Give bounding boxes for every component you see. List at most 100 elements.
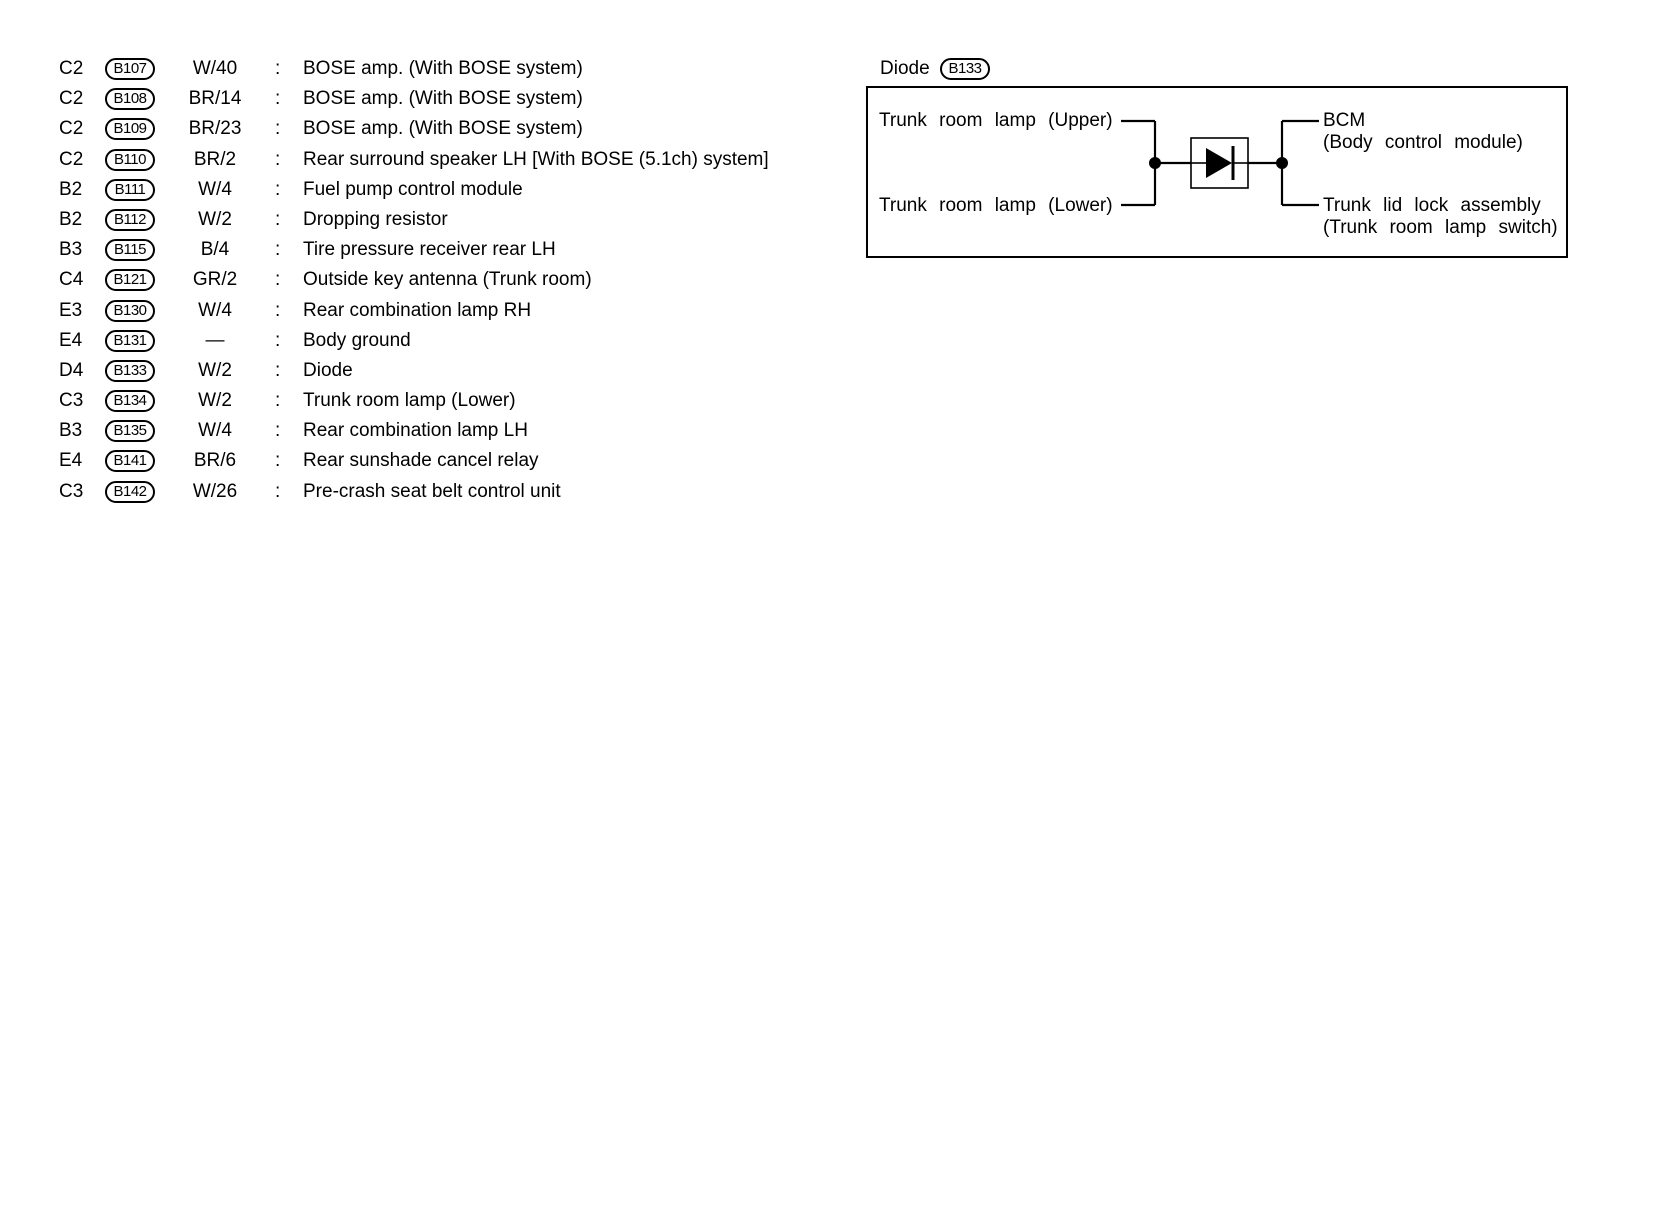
grid-ref: C2 — [59, 148, 84, 170]
label-trunk-lid-lock: Trunk lid lock assembly — [1323, 195, 1541, 216]
connector-badge: B133 — [940, 58, 990, 80]
grid-ref: C3 — [59, 390, 84, 412]
junction-dot-left — [1149, 157, 1161, 169]
connector-row: E4 B141 BR/6 : Rear sunshade cancel rela… — [0, 446, 820, 476]
connector-badge: B115 — [105, 239, 155, 262]
connector-row: C2 B107 W/40 : BOSE amp. (With BOSE syst… — [0, 54, 820, 84]
separator: : — [275, 58, 281, 79]
diagram-frame: Trunk room lamp (Upper) Trunk room lamp … — [866, 86, 1568, 258]
connector-description: Rear combination lamp RH — [303, 299, 532, 321]
wire-color: W/2 — [198, 390, 232, 412]
label-trunk-lamp-switch: (Trunk room lamp switch) — [1323, 217, 1558, 238]
wire-color: W/26 — [192, 480, 238, 502]
connector-row: C2 B110 BR/2 : Rear surround speaker LH … — [0, 145, 820, 175]
separator: : — [275, 329, 281, 351]
connector-row: C3 B142 W/26 : Pre-crash seat belt contr… — [0, 477, 820, 507]
grid-ref: B3 — [59, 420, 83, 442]
label-bcm: BCM — [1323, 110, 1366, 131]
connector-row: B2 B112 W/2 : Dropping resistor — [0, 205, 820, 235]
separator: : — [275, 359, 281, 381]
separator: : — [275, 420, 281, 442]
connector-row: B3 B135 W/4 : Rear combination lamp LH — [0, 416, 820, 446]
wire-color: W/2 — [198, 208, 232, 230]
diode-symbol-icon — [1206, 148, 1232, 178]
connector-description: Rear surround speaker LH [With BOSE (5.1… — [303, 148, 769, 170]
wire-color: — — [205, 329, 225, 351]
label-bcm-full: (Body control module) — [1323, 132, 1523, 153]
connector-badge: B142 — [105, 480, 155, 503]
grid-ref: C2 — [59, 88, 84, 110]
connector-badge: B109 — [105, 118, 155, 141]
grid-ref: D4 — [59, 359, 84, 381]
connector-badge: B131 — [105, 329, 155, 352]
grid-ref: B2 — [59, 178, 83, 200]
connector-description: Fuel pump control module — [303, 178, 523, 200]
grid-ref: E4 — [59, 329, 83, 351]
connector-description: Diode — [303, 359, 353, 381]
diode-schematic — [1121, 119, 1319, 207]
connector-description: Rear sunshade cancel relay — [303, 450, 539, 472]
separator: : — [275, 299, 281, 321]
connector-badge: B107 — [105, 58, 155, 80]
separator: : — [275, 178, 281, 200]
separator: : — [275, 450, 281, 472]
separator: : — [275, 88, 281, 110]
connector-description: Rear combination lamp LH — [303, 420, 528, 442]
connector-row: C2 B108 BR/14 : BOSE amp. (With BOSE sys… — [0, 84, 820, 114]
wire-color: BR/6 — [193, 450, 237, 472]
separator: : — [275, 208, 281, 230]
separator: : — [275, 118, 281, 140]
grid-ref: C4 — [59, 269, 84, 291]
wire-color: W/2 — [198, 359, 232, 381]
connector-row: C4 B121 GR/2 : Outside key antenna (Trun… — [0, 265, 820, 295]
wire-color: W/40 — [192, 58, 238, 79]
separator: : — [275, 148, 281, 170]
connector-description: BOSE amp. (With BOSE system) — [303, 118, 583, 140]
connector-description: Tire pressure receiver rear LH — [303, 239, 556, 261]
diagram-title: Diode — [880, 58, 930, 79]
wire-color: GR/2 — [192, 269, 238, 291]
diode-diagram: Diode B133 — [866, 54, 1571, 258]
connector-row: B3 B115 B/4 : Tire pressure receiver rea… — [0, 235, 820, 265]
wire-color: BR/2 — [193, 148, 237, 170]
wire-color: W/4 — [198, 420, 232, 442]
connector-description: Outside key antenna (Trunk room) — [303, 269, 592, 291]
wire-color: W/4 — [198, 178, 232, 200]
connector-badge: B108 — [105, 88, 155, 111]
connector-description: Trunk room lamp (Lower) — [303, 390, 516, 412]
grid-ref: E4 — [59, 450, 83, 472]
grid-ref: C3 — [59, 480, 84, 502]
connector-badge: B133 — [105, 359, 155, 382]
grid-ref: C2 — [59, 58, 84, 79]
junction-dot-right — [1276, 157, 1288, 169]
connector-description: BOSE amp. (With BOSE system) — [303, 58, 583, 79]
wire-color: W/4 — [198, 299, 232, 321]
separator: : — [275, 480, 281, 502]
connector-badge: B135 — [105, 420, 155, 443]
connector-description: Pre-crash seat belt control unit — [303, 480, 561, 502]
separator: : — [275, 390, 281, 412]
connector-row: E4 B131 — : Body ground — [0, 326, 820, 356]
wire-color: BR/14 — [188, 88, 242, 110]
connector-badge: B130 — [105, 299, 155, 322]
connector-badge: B134 — [105, 390, 155, 413]
connector-row: B2 B111 W/4 : Fuel pump control module — [0, 175, 820, 205]
wire-color: BR/23 — [188, 118, 242, 140]
grid-ref: B3 — [59, 239, 83, 261]
connector-badge: B141 — [105, 450, 155, 473]
label-trunk-lamp-lower: Trunk room lamp (Lower) — [879, 195, 1113, 216]
separator: : — [275, 269, 281, 291]
wire-color: B/4 — [200, 239, 230, 261]
connector-description: BOSE amp. (With BOSE system) — [303, 88, 583, 110]
connector-badge: B112 — [105, 208, 155, 231]
connector-list: C2 B107 W/40 : BOSE amp. (With BOSE syst… — [0, 54, 820, 507]
connector-row: C2 B109 BR/23 : BOSE amp. (With BOSE sys… — [0, 114, 820, 144]
connector-row: E3 B130 W/4 : Rear combination lamp RH — [0, 296, 820, 326]
connector-badge: B111 — [105, 178, 155, 201]
connector-description: Dropping resistor — [303, 208, 448, 230]
connector-row: D4 B133 W/2 : Diode — [0, 356, 820, 386]
separator: : — [275, 239, 281, 261]
grid-ref: E3 — [59, 299, 83, 321]
connector-badge: B121 — [105, 269, 155, 292]
grid-ref: B2 — [59, 208, 83, 230]
